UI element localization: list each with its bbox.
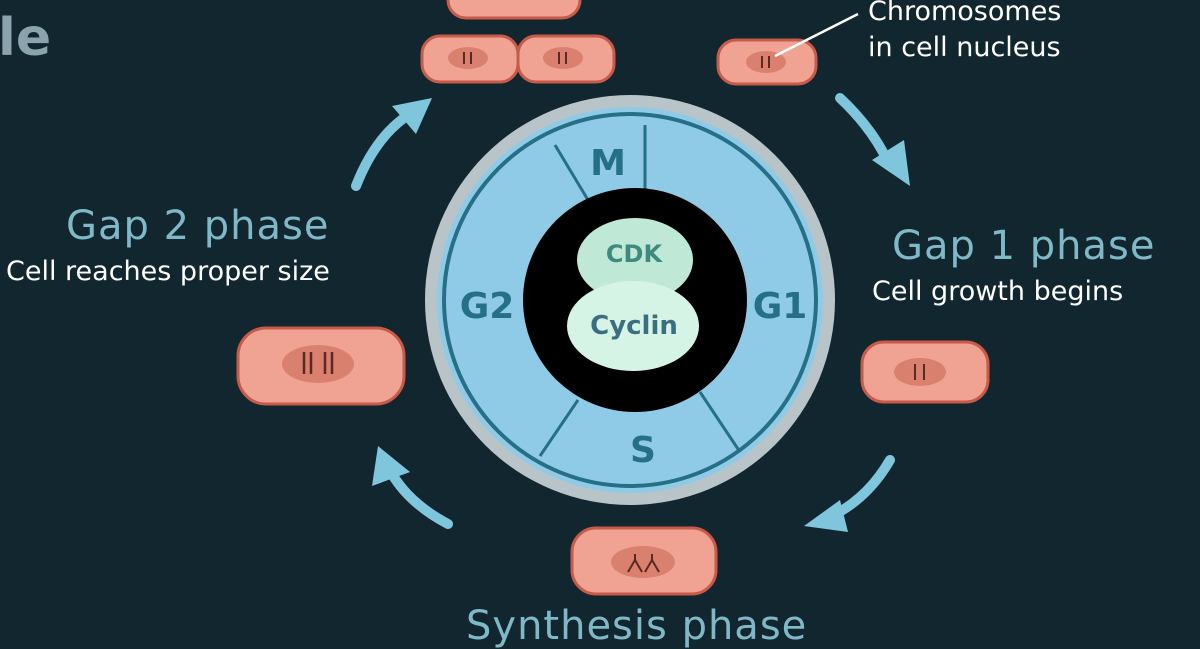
segment-label-m: M — [590, 143, 626, 184]
arrow-head-bottom-left — [372, 446, 410, 486]
cyclin-blob — [567, 281, 699, 371]
arrow-top-left — [351, 113, 409, 191]
cdk-blob — [577, 218, 693, 302]
cell-top-partial — [446, 0, 582, 20]
annotation-line-1: Chromosomes — [868, 0, 1062, 27]
title-fragment: le — [0, 8, 52, 68]
cell-s — [570, 526, 718, 596]
divider-m-g2 — [553, 144, 590, 201]
arrow-top-right — [835, 93, 893, 167]
annotation-line-2: in cell nucleus — [868, 32, 1061, 63]
gap2-description: Cell reaches proper size — [6, 256, 330, 287]
cdk-label: CDK — [606, 240, 664, 268]
segment-label-g1: G1 — [753, 286, 808, 327]
synthetic-title: Synthesis phase — [466, 603, 808, 649]
gap1-description: Cell growth begins — [872, 276, 1124, 307]
cyclin-label: Cyclin — [590, 311, 678, 341]
divider-s-g2 — [538, 399, 580, 457]
arrow-head-top-right — [872, 140, 910, 186]
cell-g2 — [236, 326, 406, 406]
segment-label-g2: G2 — [460, 286, 515, 327]
cycle-ring-border — [442, 112, 818, 488]
cell-dividing-right — [516, 34, 616, 84]
arrow-head-bottom-right — [804, 500, 848, 532]
cell-top-right — [716, 38, 818, 86]
cell-dividing-left — [420, 34, 520, 84]
gap1-title: Gap 1 phase — [892, 223, 1156, 269]
cell-g1 — [860, 340, 990, 404]
annotation-label: Chromosomes in cell nucleus — [868, 0, 1061, 66]
gap2-title: Gap 2 phase — [66, 203, 330, 249]
segment-label-s: S — [630, 430, 656, 471]
arrow-bottom-left — [387, 469, 453, 529]
divider-g1-s — [698, 391, 742, 453]
arrow-head-top-left — [392, 98, 432, 134]
annotation-pointer — [774, 12, 859, 58]
cell-cycle-diagram: M G1 S G2 CDK Cyclin — [236, 0, 990, 596]
